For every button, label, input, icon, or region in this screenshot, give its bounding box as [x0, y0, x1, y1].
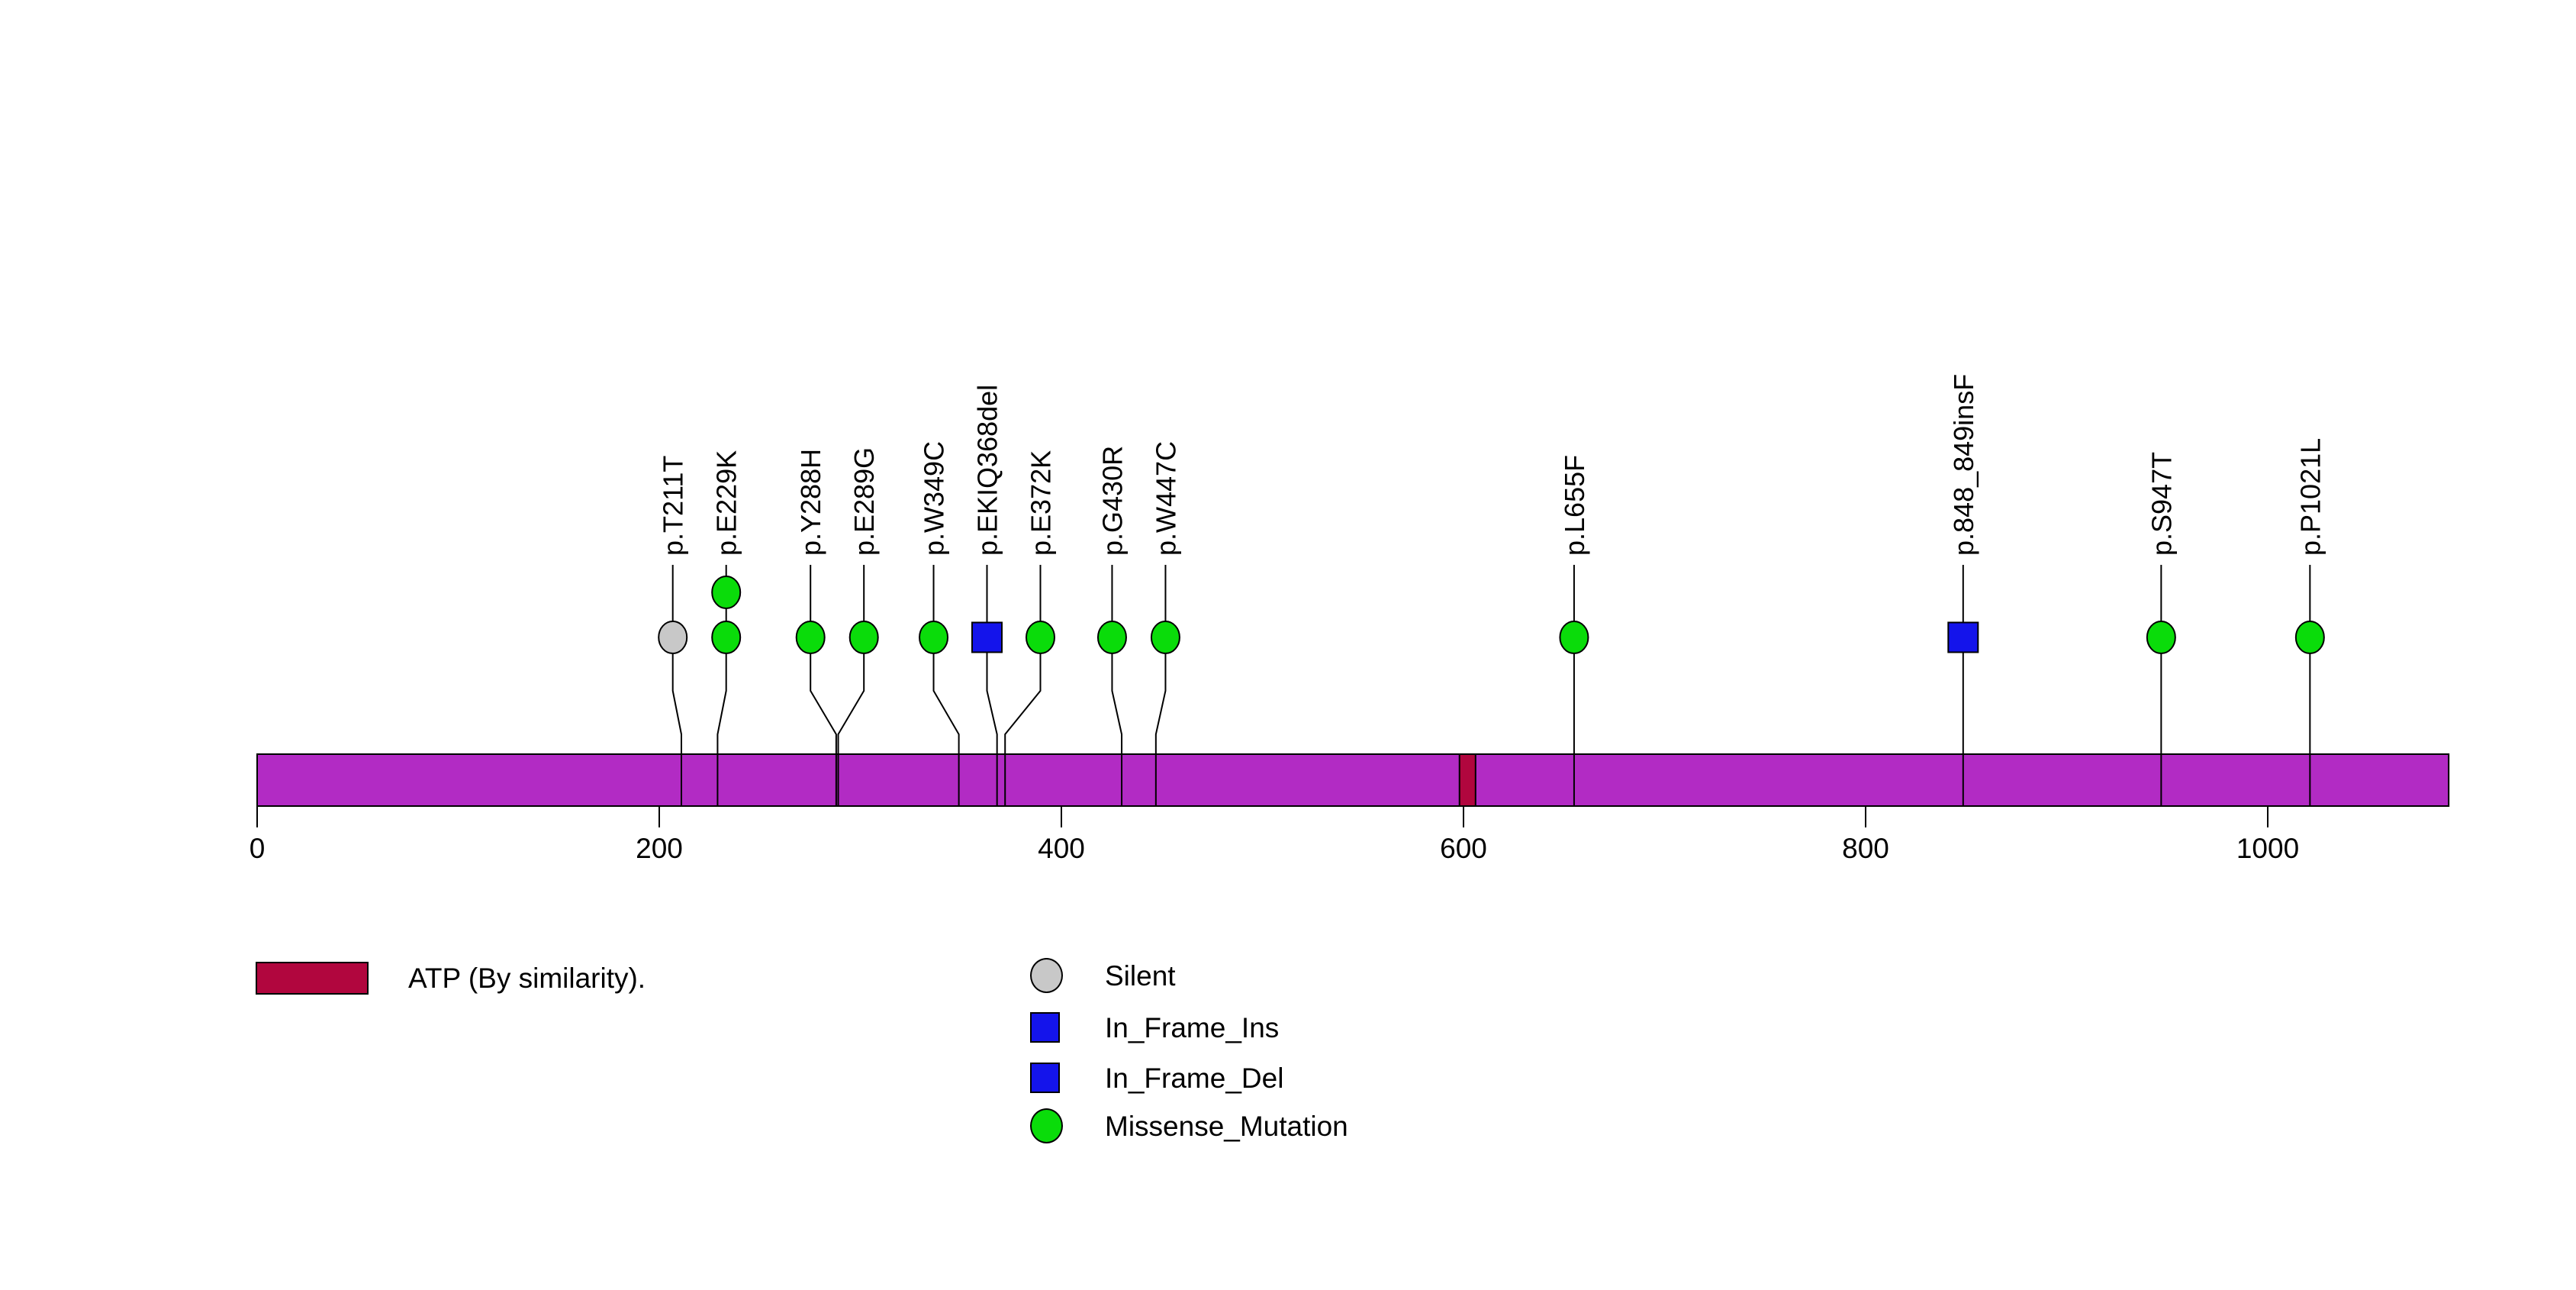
mutation-label: p.EKIQ368del	[971, 385, 1003, 556]
legend-item-in-frame-ins: In_Frame_Ins	[1030, 1010, 1279, 1045]
mutation-label: p.T211T	[658, 456, 689, 556]
mutation-label: p.E289G	[848, 447, 880, 556]
mutation-label: p.W349C	[919, 441, 950, 556]
axis-tick-label: 400	[1038, 833, 1085, 864]
legend-label-in-frame-ins: In_Frame_Ins	[1105, 1011, 1280, 1043]
axis-tick-label: 200	[636, 833, 683, 864]
mutation-marker-missense_mutation[interactable]	[1025, 621, 1055, 654]
mutation-marker-missense_mutation[interactable]	[795, 621, 826, 654]
silent-legend-marker	[1030, 958, 1063, 993]
legend-label-silent: Silent	[1105, 959, 1176, 992]
missense-legend-marker	[1030, 1108, 1063, 1143]
mutation-label: p.S947T	[2146, 452, 2177, 556]
mutation-marker-missense_mutation[interactable]	[2146, 621, 2176, 654]
axis-tick-label: 800	[1842, 833, 1889, 864]
atp-domain-swatch	[256, 961, 369, 995]
axis-tick-label: 0	[250, 833, 266, 864]
mutation-marker-silent[interactable]	[658, 621, 688, 654]
mutation-label: p.P1021L	[2294, 438, 2326, 556]
mutation-label: p.E229K	[711, 450, 742, 556]
mutation-label: p.G430R	[1096, 446, 1128, 556]
atp-domain-legend-label: ATP (By similarity).	[408, 962, 646, 994]
mutation-marker-missense_mutation[interactable]	[1559, 621, 1589, 654]
mutation-marker-missense_mutation[interactable]	[711, 576, 742, 609]
in-frame-del-legend-marker	[1030, 1063, 1060, 1093]
atp-domain-region	[1458, 753, 1476, 807]
legend-item-silent: Silent	[1030, 958, 1176, 993]
axis-tick-label: 1000	[2236, 833, 2299, 864]
protein-bar	[256, 753, 2450, 807]
mutation-marker-missense_mutation[interactable]	[919, 621, 949, 654]
mutation-marker-in_frame_del[interactable]	[971, 621, 1003, 653]
mutation-label: p.E372K	[1025, 450, 1056, 556]
mutation-marker-missense_mutation[interactable]	[1150, 621, 1180, 654]
mutation-marker-missense_mutation[interactable]	[848, 621, 879, 654]
mutation-label: p.W447C	[1150, 441, 1181, 556]
axis-tick-label: 600	[1440, 833, 1487, 864]
in-frame-ins-legend-marker	[1030, 1012, 1060, 1043]
legend-label-missense: Missense_Mutation	[1105, 1110, 1348, 1142]
mutation-marker-missense_mutation[interactable]	[1096, 621, 1127, 654]
mutation-label: p.L655F	[1559, 455, 1590, 556]
legend-label-in-frame-del: In_Frame_Del	[1105, 1062, 1284, 1094]
mutation-marker-in_frame_ins[interactable]	[1947, 621, 1979, 653]
mutation-marker-missense_mutation[interactable]	[2294, 621, 2325, 654]
legend-item-missense: Missense_Mutation	[1030, 1108, 1348, 1143]
legend-item-in-frame-del: In_Frame_Del	[1030, 1060, 1283, 1095]
mutation-label: p.Y288H	[795, 449, 826, 556]
mutation-marker-missense_mutation[interactable]	[711, 621, 742, 654]
mutation-label: p.848_849insF	[1948, 374, 1979, 556]
legend-item-atp-domain: ATP (By similarity).	[256, 960, 646, 995]
